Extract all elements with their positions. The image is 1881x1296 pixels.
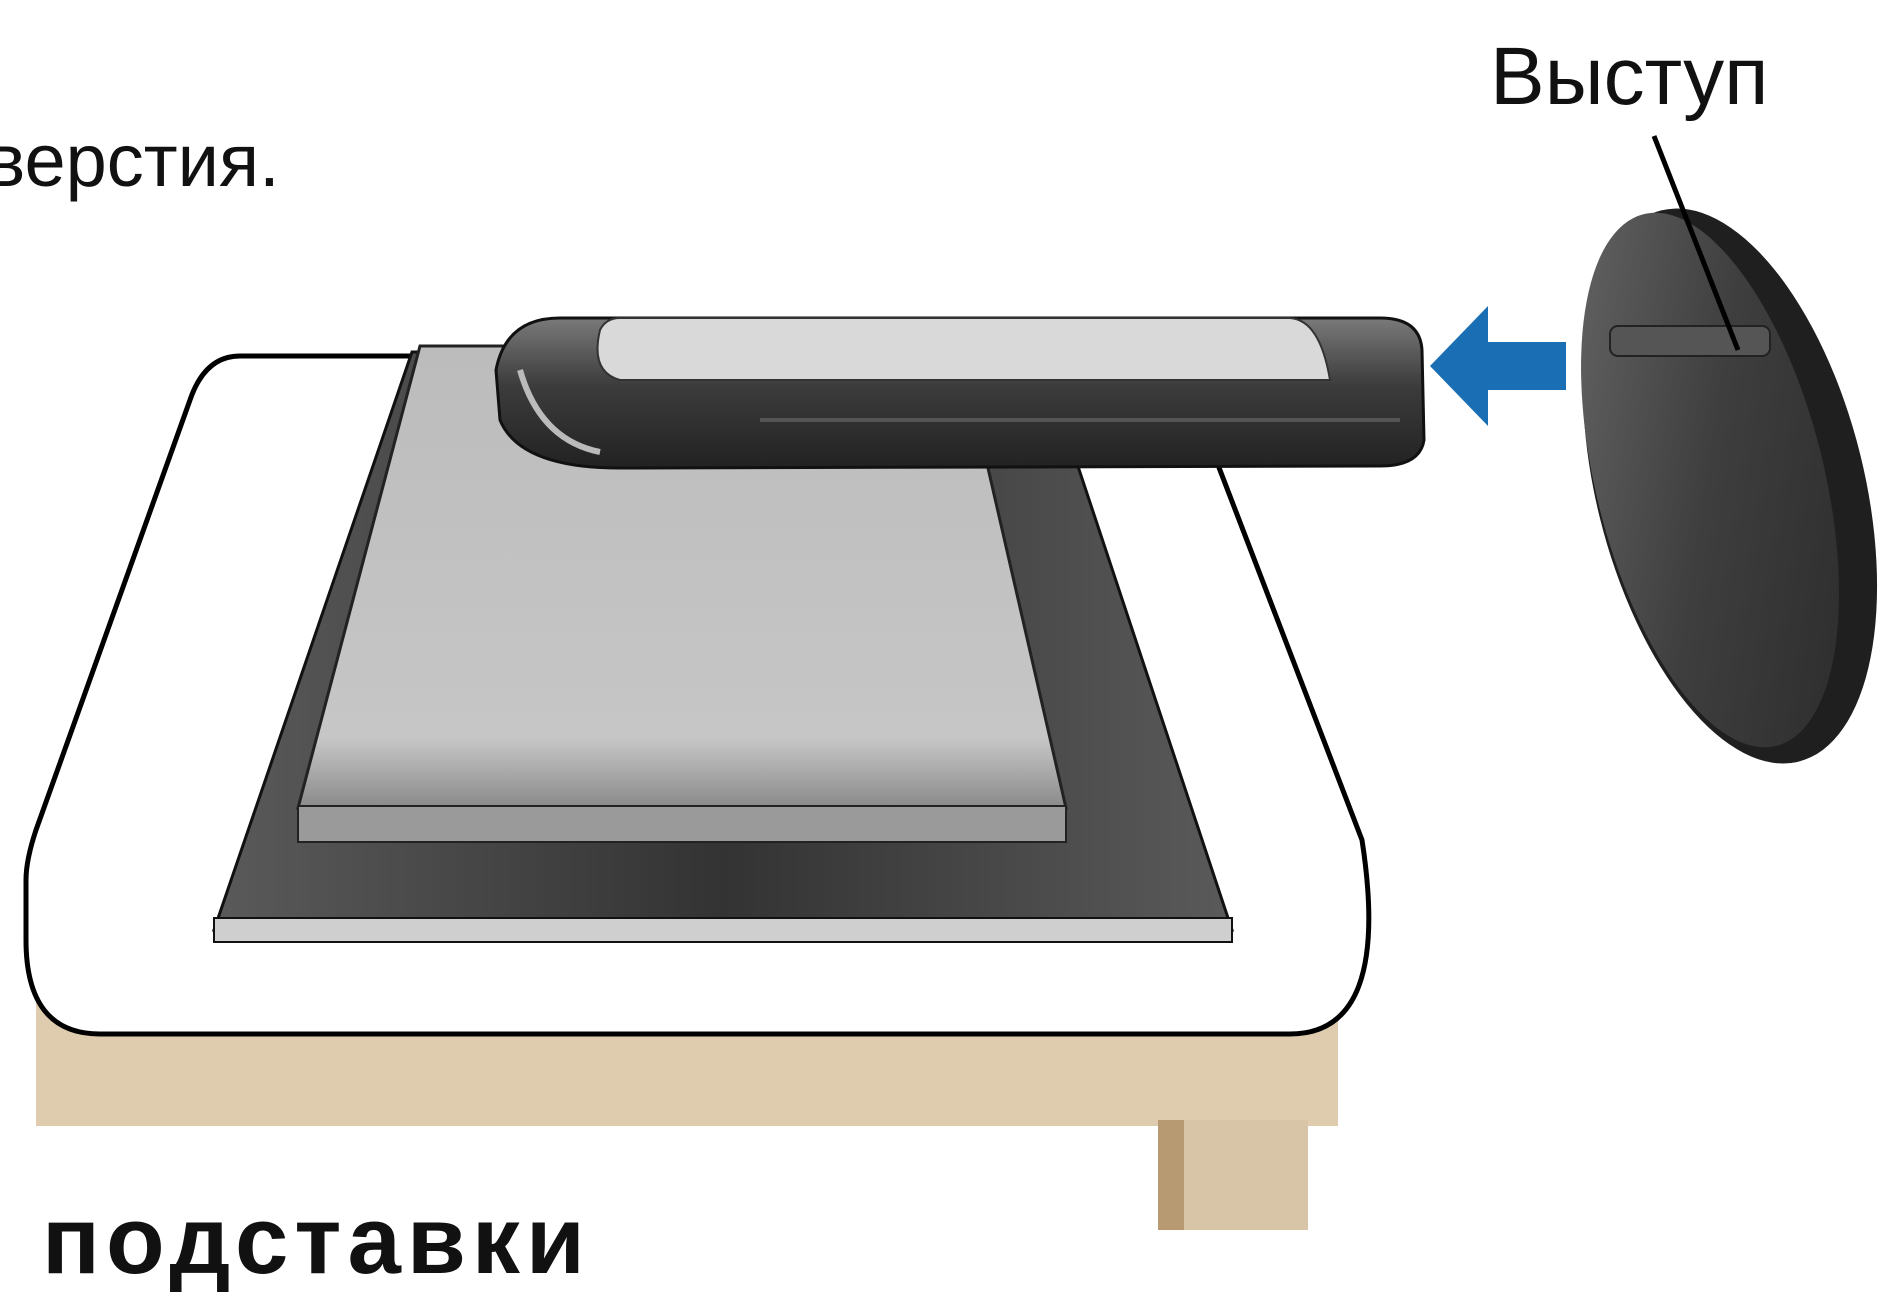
table-leg-shade bbox=[1158, 1120, 1184, 1230]
assembly-diagram bbox=[23, 135, 1878, 1230]
caption-top: верстия. bbox=[0, 119, 280, 202]
protrusion-label: Выступ bbox=[1490, 31, 1769, 122]
section-heading: подставки bbox=[42, 1187, 591, 1294]
stand-neck bbox=[494, 316, 1426, 470]
disc-protrusion bbox=[1609, 325, 1771, 357]
stand-base-edge bbox=[213, 917, 1233, 943]
stand-disc bbox=[1581, 208, 1878, 764]
stand-platform-lip bbox=[297, 805, 1067, 843]
label-leader-line bbox=[1651, 135, 1741, 351]
arrow-left-icon bbox=[1430, 306, 1566, 426]
